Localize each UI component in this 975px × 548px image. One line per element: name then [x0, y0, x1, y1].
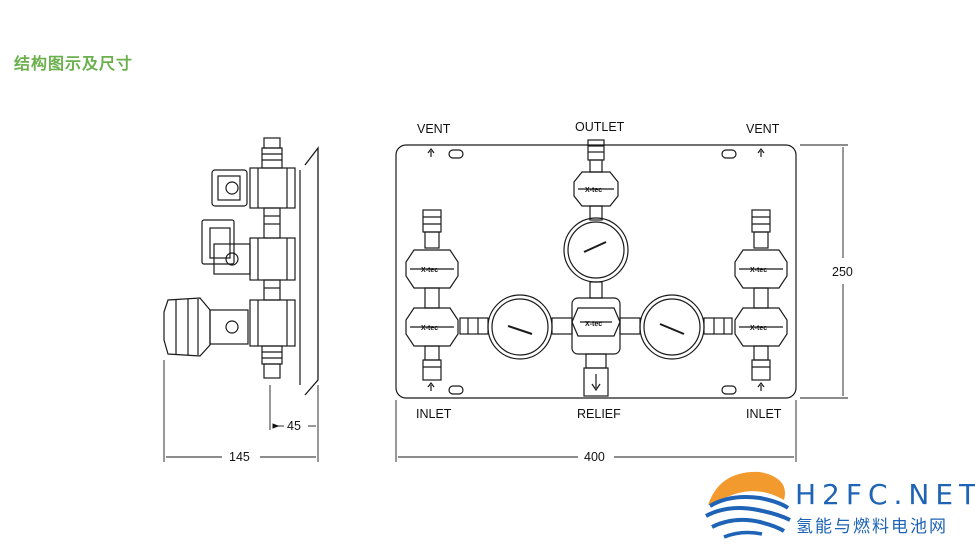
label-inlet-right: INLET	[746, 407, 782, 421]
knob-brand-left-bottom: X-tec	[421, 325, 438, 332]
outlet-valve-knob	[573, 171, 619, 207]
dim-front-height: 250	[832, 265, 853, 279]
left-inlet-gauge	[487, 294, 553, 360]
mounting-plate	[395, 144, 797, 399]
label-outlet: OUTLET	[575, 120, 625, 134]
outlet-pressure-gauge	[563, 217, 629, 283]
section-title: 结构图示及尺寸	[14, 54, 134, 73]
dim-side-depth: 45	[287, 419, 301, 433]
side-view	[163, 137, 319, 396]
right-inlet-gauge	[639, 294, 705, 360]
front-dimensions	[395, 144, 848, 462]
front-view	[395, 139, 797, 399]
left-inlet-valve-knob	[405, 307, 459, 347]
knob-brand-outlet: X-tec	[585, 187, 602, 194]
label-vent-right: VENT	[746, 122, 780, 136]
knob-brand-right-top: X-tec	[750, 267, 767, 274]
left-vent-valve-knob	[405, 249, 459, 289]
watermark-name: H2FC.NET	[795, 478, 975, 511]
right-vent-valve-knob	[734, 249, 788, 289]
knob-brand-right-bottom: X-tec	[750, 325, 767, 332]
right-inlet-valve-knob	[734, 307, 788, 347]
knob-brand-left-top: X-tec	[421, 267, 438, 274]
knob-brand-center: X-tec	[585, 321, 602, 328]
side-dimensions	[163, 360, 319, 462]
h2fc-logo-icon	[705, 471, 791, 539]
label-relief: RELIEF	[577, 407, 621, 421]
watermark-subtitle: 氢能与燃料电池网	[796, 517, 948, 537]
dim-front-width: 400	[584, 450, 605, 464]
label-vent-left: VENT	[417, 122, 451, 136]
dim-side-width: 145	[229, 450, 250, 464]
label-inlet-left: INLET	[416, 407, 452, 421]
